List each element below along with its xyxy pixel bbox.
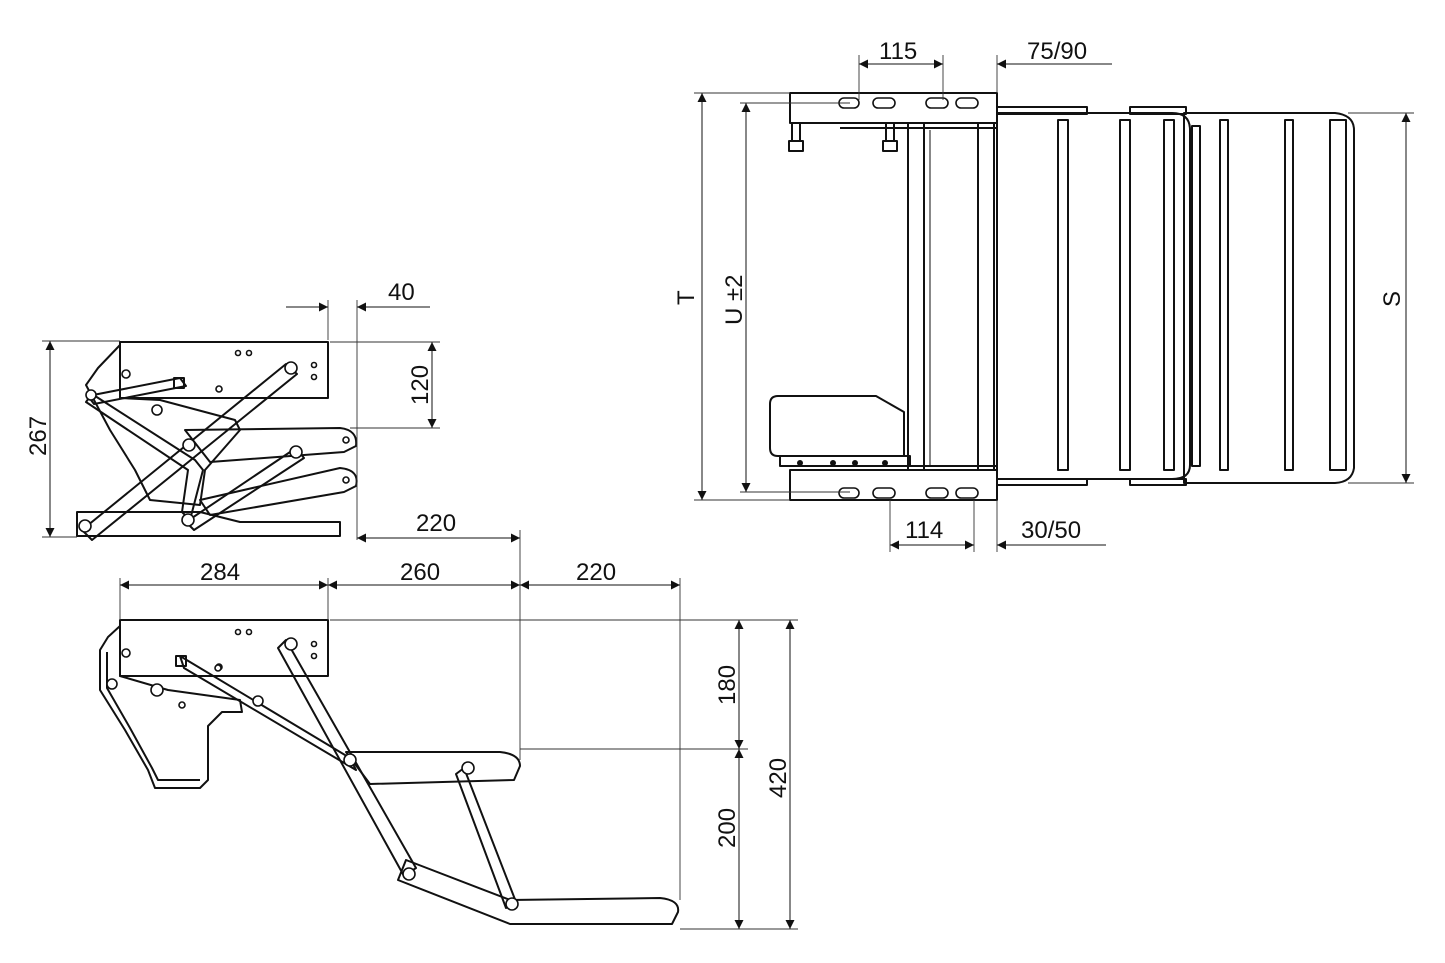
frame-bracket [85, 344, 241, 506]
side-view-extended: 284 260 220 180 200 420 [99, 559, 798, 930]
motor-housing [769, 395, 905, 457]
dim-30-50-label: 30/50 [1021, 517, 1081, 544]
dim-s-label: S [1379, 291, 1406, 307]
side-view-folded: 40 120 267 220 [25, 279, 521, 760]
mounting-plate-extended [119, 619, 329, 677]
dim-267-label: 267 [25, 416, 52, 456]
dim-75-90-label: 75/90 [1027, 38, 1087, 65]
dim-200-label: 200 [714, 808, 741, 848]
dim-t-label: T [673, 290, 700, 305]
top-view: 115 75/90 114 30/50 T U ±2 S [673, 38, 1414, 552]
outer-step [1183, 112, 1355, 484]
extended-arms [179, 639, 680, 925]
dim-260-label: 260 [400, 559, 440, 586]
dim-114-label: 114 [905, 517, 943, 544]
dim-120-label: 120 [407, 365, 434, 405]
dim-220-folded-label: 220 [416, 510, 456, 537]
dim-284-label: 284 [200, 559, 240, 586]
dim-u-label: U ±2 [721, 274, 748, 325]
dim-220-extended-label: 220 [576, 559, 616, 586]
folded-arms [81, 363, 358, 541]
base-plate [76, 511, 341, 537]
inner-step [996, 112, 1191, 480]
dim-40-label: 40 [388, 279, 415, 306]
bracket-extended [99, 625, 243, 789]
dim-420-label: 420 [765, 758, 792, 798]
dim-180-label: 180 [714, 665, 741, 705]
dim-115-label: 115 [879, 38, 917, 65]
